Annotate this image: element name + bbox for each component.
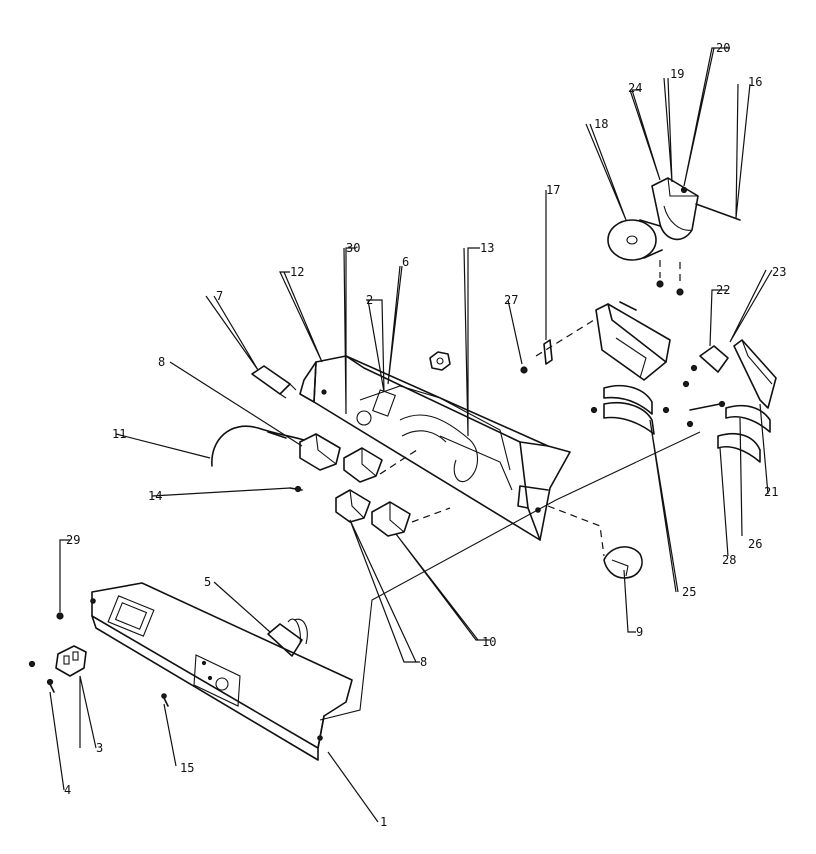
callout-4: 4	[64, 783, 71, 797]
part-3-bracket	[55, 645, 87, 677]
part-18-motor	[607, 219, 663, 261]
part-28-screws	[662, 400, 726, 428]
leader-lines	[49, 47, 773, 823]
callout-8-lower: 8	[420, 655, 427, 669]
callout-22: 22	[716, 283, 730, 297]
callout-16: 16	[748, 75, 762, 89]
callout-11: 11	[112, 427, 126, 441]
part-26-flap	[717, 404, 771, 463]
callout-10: 10	[482, 635, 496, 649]
callout-17: 17	[546, 183, 560, 197]
part-9-actuator	[603, 546, 643, 579]
part-27-screw	[520, 366, 528, 374]
part-17-clip	[543, 339, 553, 365]
callout-23: 23	[772, 265, 786, 279]
callout-1: 1	[380, 815, 387, 829]
hex-nut	[429, 351, 451, 371]
callout-6: 6	[402, 255, 409, 269]
callout-29: 29	[66, 533, 80, 547]
part-7-relay	[251, 365, 297, 399]
assembly-lines	[319, 260, 701, 721]
callout-7: 7	[216, 289, 223, 303]
part-11-wire	[211, 425, 305, 467]
part-24-housing	[651, 177, 699, 241]
callout-21: 21	[764, 485, 778, 499]
part-23-lever	[733, 339, 777, 409]
part-4-screw	[28, 660, 55, 693]
callout-2: 2	[366, 293, 373, 307]
callout-3: 3	[96, 741, 103, 755]
callout-26: 26	[748, 537, 762, 551]
part-12-switch-bracket	[299, 355, 571, 541]
part-30-switch	[343, 447, 383, 483]
callout-13: 13	[480, 241, 494, 255]
callout-12: 12	[290, 265, 304, 279]
part-22-solenoid	[682, 345, 729, 388]
part-8-switch-upper	[299, 433, 341, 471]
part-16-shaft	[695, 203, 741, 221]
motor-screws	[656, 186, 688, 296]
part-8-switch-lower	[335, 489, 371, 523]
callout-9: 9	[636, 625, 643, 639]
callout-27: 27	[504, 293, 518, 307]
part-10-switch	[371, 501, 411, 537]
part-1-control-panel	[90, 582, 353, 761]
callout-labels: 1 2 3 4 5 6 7 8 8 9 10 11 12 13 14 15 16…	[64, 41, 786, 829]
callout-15: 15	[180, 761, 194, 775]
part-15-screw	[161, 693, 169, 707]
dispenser-chute-assembly	[595, 301, 671, 381]
callout-18: 18	[594, 117, 608, 131]
callout-20: 20	[716, 41, 730, 55]
callout-24: 24	[628, 81, 642, 95]
part-14-screw	[289, 485, 303, 493]
callout-19: 19	[670, 67, 684, 81]
callout-5: 5	[204, 575, 211, 589]
callout-25: 25	[682, 585, 696, 599]
part-5-switch	[267, 618, 308, 657]
callout-30: 30	[346, 241, 360, 255]
callout-14: 14	[148, 489, 162, 503]
callout-8-upper: 8	[158, 355, 165, 369]
callout-28: 28	[722, 553, 736, 567]
part-25-door	[590, 384, 655, 435]
part-29-screw	[56, 612, 64, 620]
